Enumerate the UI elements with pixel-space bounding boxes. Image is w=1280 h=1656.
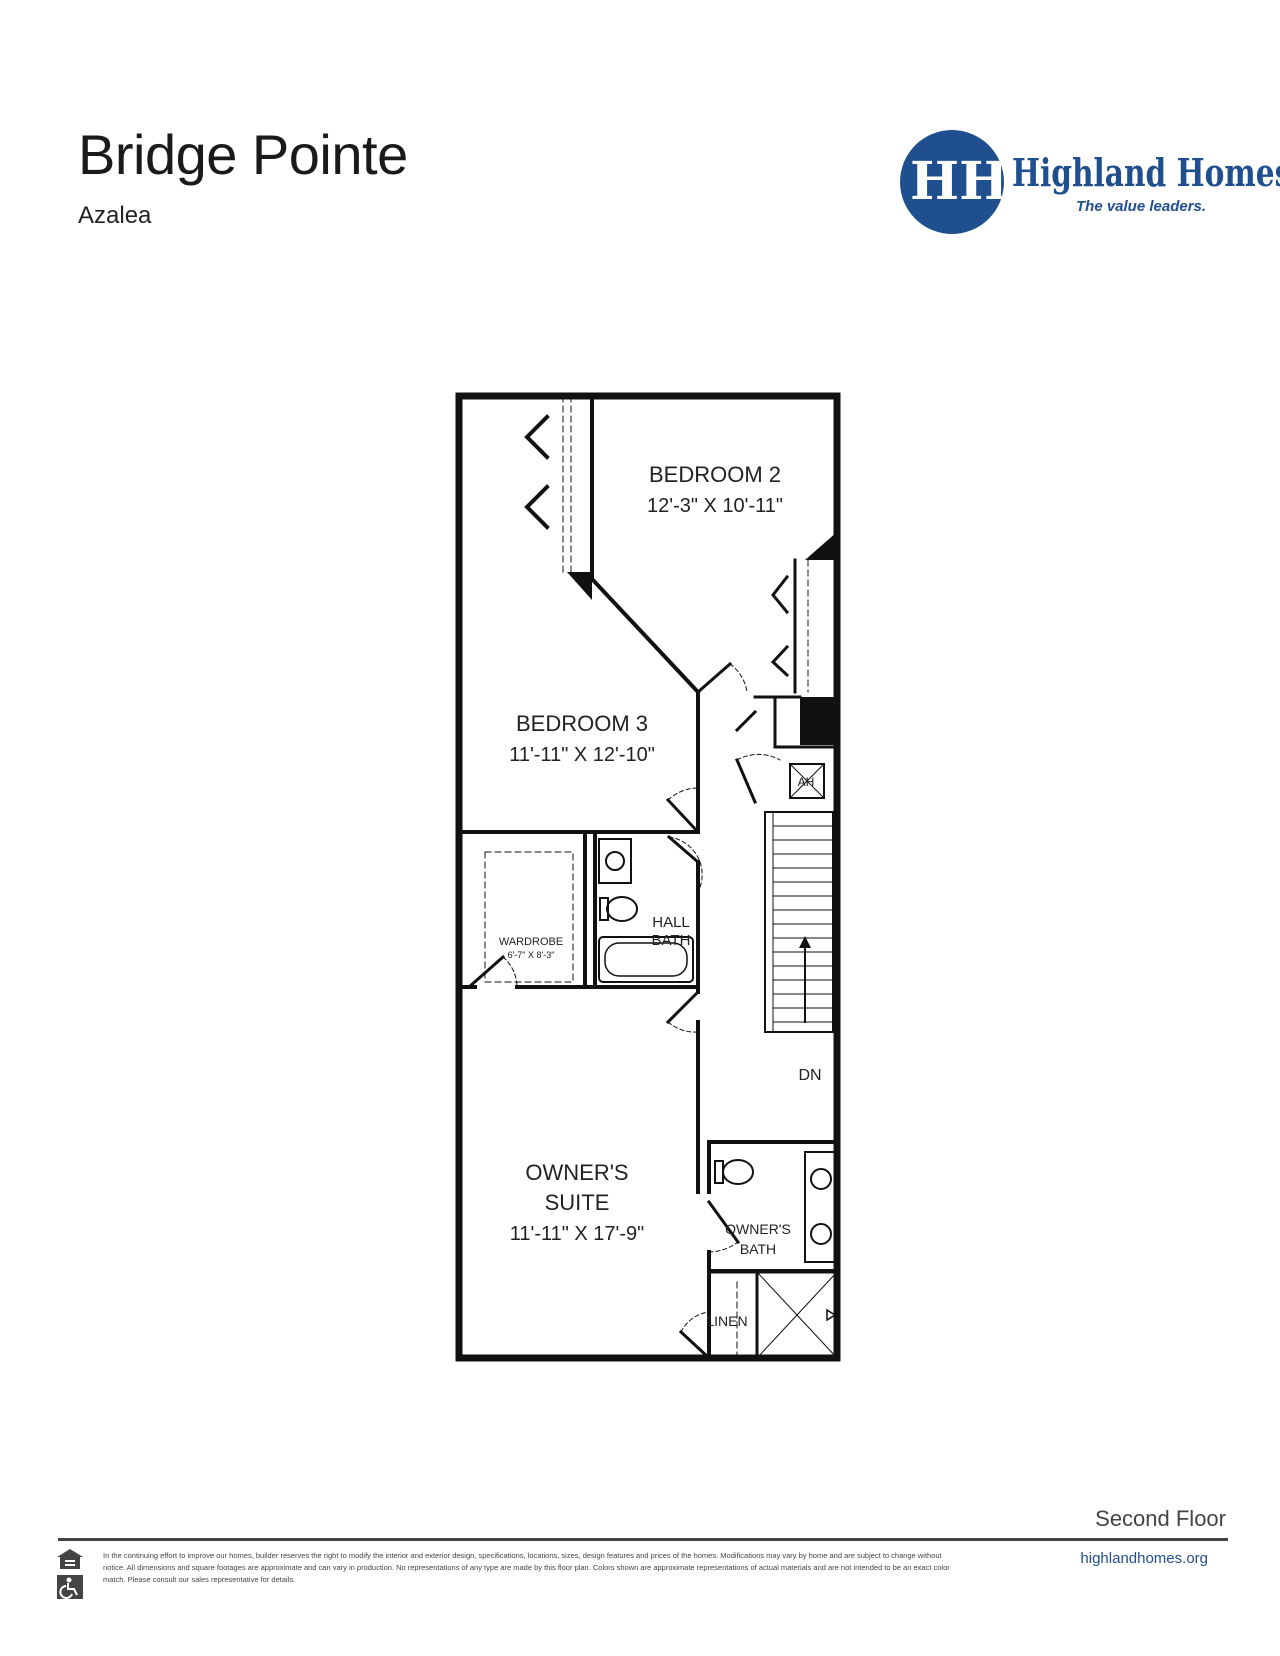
stairs-label: DN [798,1067,821,1084]
wardrobe-size: 6'-7" X 8'-3" [508,950,555,960]
logo-wordmark: Highland Homes [1012,150,1280,195]
hall-bath-door-swing [668,836,703,893]
shower [755,1270,839,1360]
bedroom2-label: BEDROOM 2 [649,462,781,487]
diagonal-wall [589,576,701,695]
bedroom3-label: BEDROOM 3 [516,711,648,736]
owners-bath-label-2: BATH [740,1241,776,1257]
logo-tagline: The value leaders. [1076,198,1207,215]
wardrobe-door-swing [502,956,518,988]
stairs [764,811,834,1033]
ah-closet-door [734,709,758,733]
hall-bath-tub [598,936,694,983]
owners-bath-door [706,1199,741,1245]
community-title: Bridge Pointe [78,123,408,186]
owners-suite-label-1: OWNER'S [525,1160,628,1185]
closet-door-1 [524,414,550,460]
highland-homes-logo[interactable]: HH Highland Homes The value leaders. [900,128,1280,238]
b3-door-swing [667,787,699,801]
legal-disclaimer: In the continuing effort to improve our … [103,1551,950,1584]
owners-bath-toilet-tank [714,1160,724,1184]
logo-emblem: HH [900,130,1009,234]
stair-treads [772,825,834,1023]
hall-bath-toilet [606,896,638,922]
wardrobe-label: WARDROBE [499,936,563,948]
vanity [804,1151,838,1263]
linen-label: LINEN [706,1313,747,1329]
b3-door [665,797,701,835]
ah-unit-x2 [789,763,825,799]
hall-bath-label-2: BATH [652,932,691,949]
linen-door-swing [680,1311,710,1333]
stair-arrowhead [799,936,811,948]
plan-name: Azalea [78,202,152,229]
floor-plan: BEDROOM 2 12'-3" X 10'-11" BEDROOM 3 11'… [455,392,841,1362]
vanity-sink-1 [810,1168,832,1190]
bedroom2-size: 12'-3" X 10'-11" [647,495,783,517]
hall-bath-sink [598,838,632,884]
b2-corner-fill [805,532,837,560]
footer-divider [58,1538,1228,1541]
b2-door-swing [729,663,748,693]
b2-door [695,661,733,695]
shower-head [826,1308,837,1322]
exterior-wall [455,392,841,1362]
equal-housing-icon [57,1549,83,1569]
closet-door-2 [524,484,550,530]
floor-label: Second Floor [1095,1506,1226,1531]
wall-fill [567,572,592,600]
owners-suite-label-2: SUITE [545,1190,610,1215]
hall-bath-toilet-tank [599,897,609,921]
hall-bath-label-1: HALL [652,914,690,931]
owners-bath-label-1: OWNER'S [725,1221,791,1237]
shower-x2 [756,1271,838,1359]
vanity-sink-2 [810,1223,832,1245]
owners-bath-door-swing [708,1241,739,1253]
hall-bath-door [666,834,701,865]
b2-closet-door-2 [770,644,790,678]
linen-door [678,1329,712,1361]
hall-bath-basin [605,851,625,871]
accessibility-icon [57,1575,83,1599]
hall-bath-tub-inner [604,942,688,977]
logo-monogram: HH [910,151,1009,212]
suite-door-swing [667,1021,699,1033]
owners-bath-toilet [722,1159,754,1185]
wardrobe-door [466,954,506,990]
suite-door [665,989,701,1025]
ah-door-swing [736,753,781,761]
bedroom3-size: 11'-11" X 12'-10" [509,744,655,766]
ah-door [735,758,757,804]
wardrobe-shelf [484,851,574,983]
ah-closet-fill [800,697,834,745]
ah-label: AH [798,775,815,789]
b2-closet-door-1 [771,574,790,615]
owners-suite-size: 11'-11" X 17'-9" [510,1223,645,1245]
ah-unit [789,763,825,799]
website-link[interactable]: highlandhomes.org [1080,1550,1208,1567]
